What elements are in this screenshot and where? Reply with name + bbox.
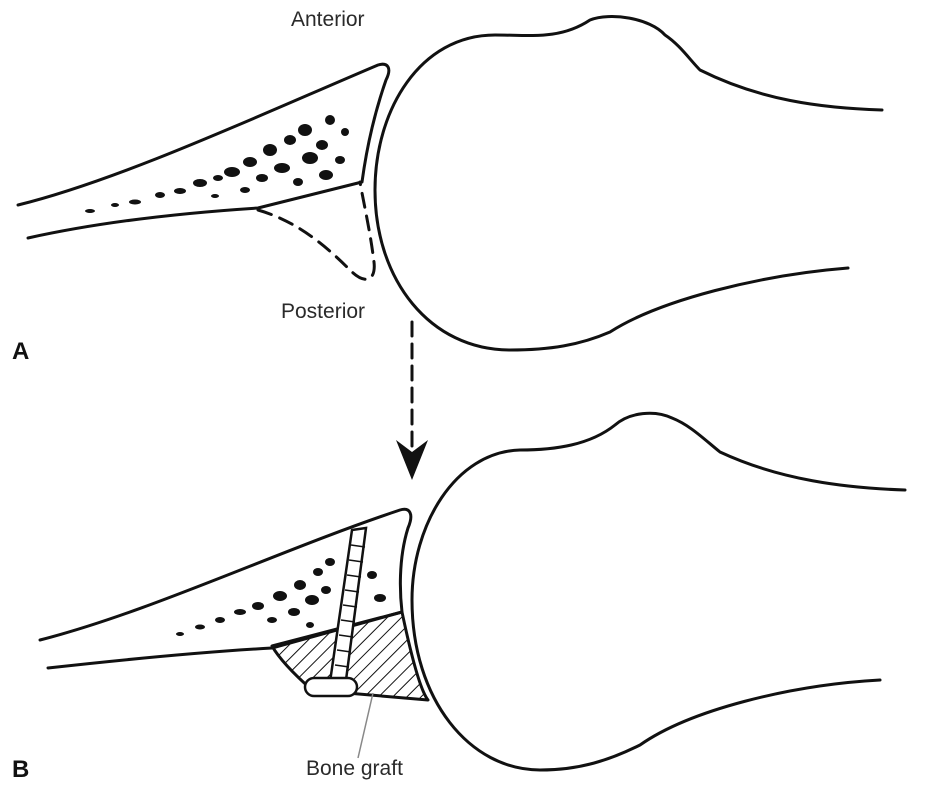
panel-label-a: A [12, 338, 29, 366]
label-posterior: Posterior [281, 300, 365, 324]
cancellous-bone-a [85, 115, 349, 213]
humeral-head-a [375, 16, 882, 350]
label-anterior: Anterior [291, 8, 365, 32]
transition-arrow [396, 322, 428, 480]
bone-graft-leader [358, 693, 373, 758]
bony-defect-dashed [258, 182, 374, 279]
glenoid-outline-a [18, 64, 389, 238]
panel-a-drawing [18, 16, 882, 350]
humeral-head-b [412, 413, 905, 770]
panel-label-b: B [12, 756, 29, 784]
label-bone-graft: Bone graft [306, 757, 403, 781]
panel-b-drawing [40, 413, 905, 770]
